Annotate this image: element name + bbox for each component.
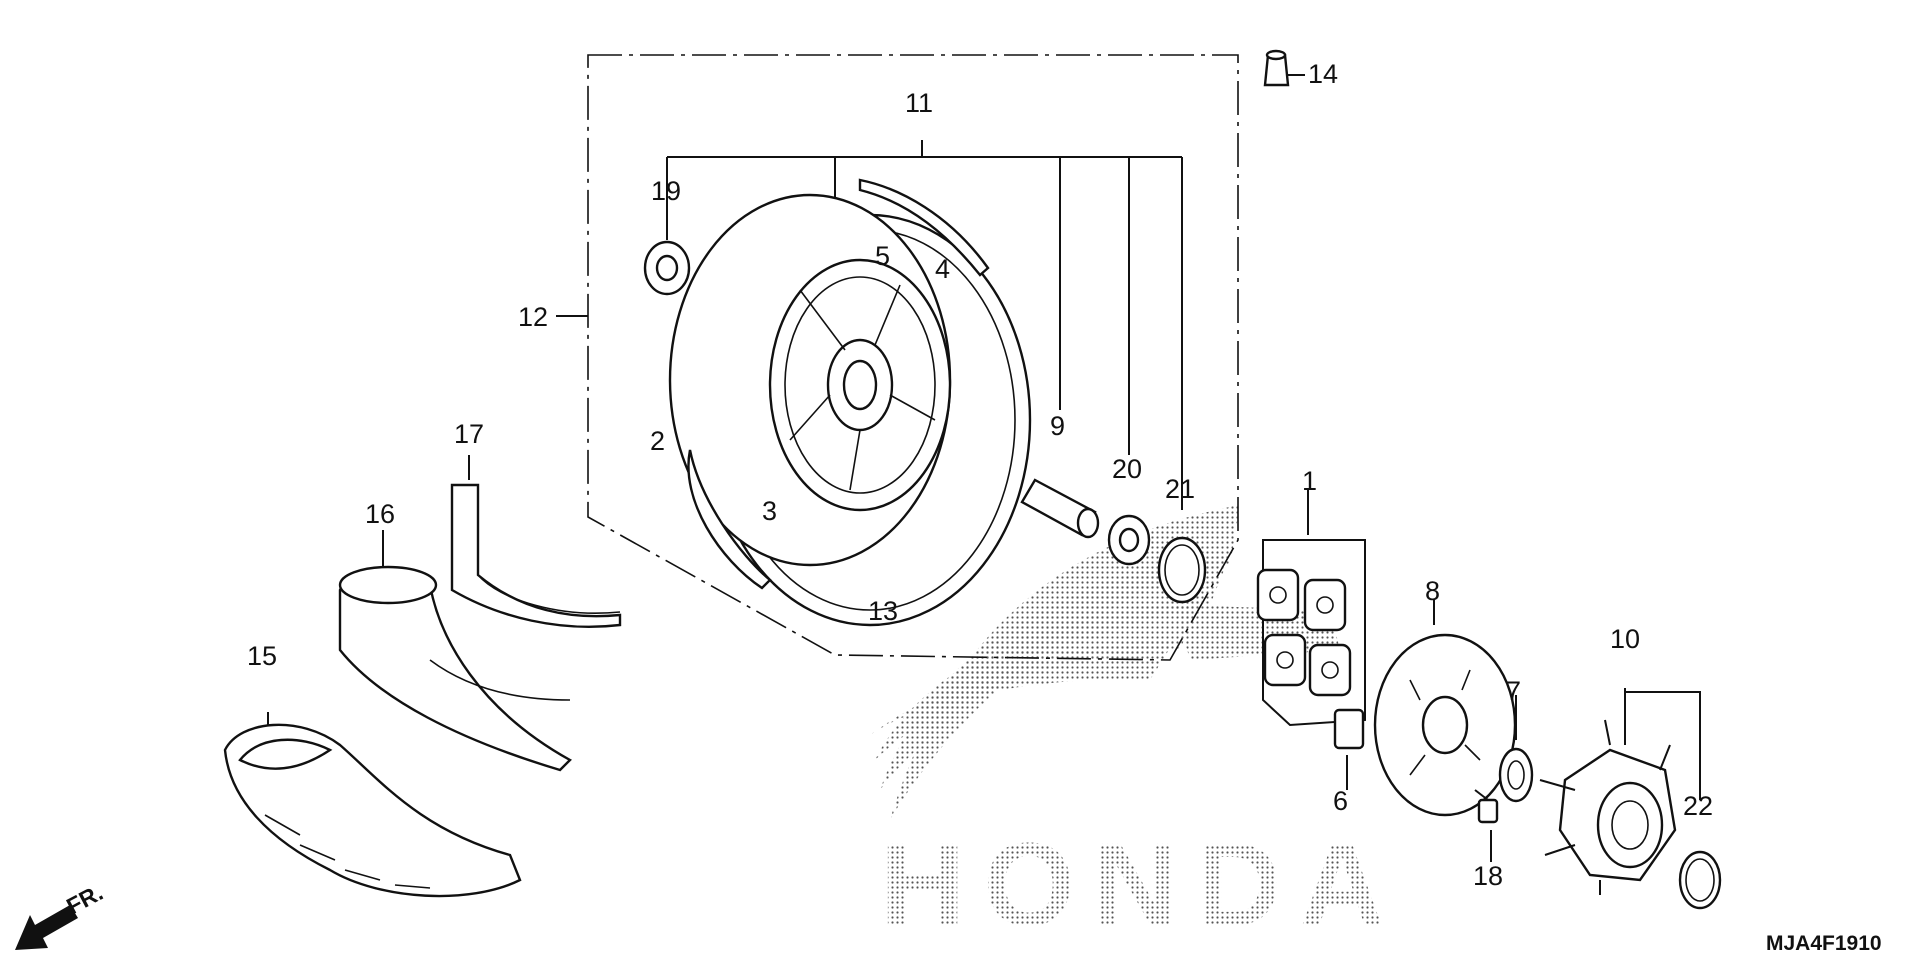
callout-19: 19 (651, 176, 681, 206)
callout-7: 7 (1506, 676, 1521, 706)
callout-8: 8 (1425, 576, 1440, 606)
driven-flange-plate (1373, 633, 1517, 817)
leader-lines (267, 74, 1701, 862)
callout-labels: 1 2 3 4 5 6 7 8 9 10 11 12 13 14 15 16 1… (247, 59, 1713, 891)
assembly-boundary (587, 54, 1239, 661)
callout-16: 16 (365, 499, 395, 529)
callout-2: 2 (650, 426, 665, 456)
callout-12: 12 (518, 302, 548, 332)
callout-11: 11 (905, 88, 933, 118)
callout-5: 5 (875, 241, 890, 271)
damper-rubber-set (1256, 568, 1352, 697)
washer (1498, 747, 1534, 803)
distance-collar (1020, 478, 1100, 539)
tire (223, 723, 522, 898)
flange-bolt (1474, 789, 1499, 824)
callout-10: 10 (1610, 624, 1640, 654)
damper-collar (1333, 708, 1365, 750)
o-ring-21 (1157, 536, 1207, 604)
drawing-code: MJA4F1910 (1766, 932, 1882, 955)
callout-14: 14 (1308, 59, 1338, 89)
callout-9: 9 (1050, 411, 1065, 441)
callout-6: 6 (1333, 786, 1348, 816)
wheel (668, 178, 1032, 627)
callout-18: 18 (1473, 861, 1503, 891)
o-ring-22 (1678, 850, 1722, 910)
callout-17: 17 (454, 419, 484, 449)
watermark-text: HONDA (880, 819, 1403, 951)
callout-21: 21 (1165, 474, 1195, 504)
bearing-right (1107, 514, 1151, 566)
callout-20: 20 (1112, 454, 1142, 484)
rim-band (450, 483, 622, 628)
inner-tube (338, 565, 572, 772)
callout-3: 3 (762, 496, 777, 526)
valve-cap (1263, 49, 1290, 87)
front-direction-indicator: FR. (15, 879, 107, 950)
arrow-down-left-icon (15, 905, 78, 950)
callout-1: 1 (1302, 466, 1317, 496)
final-driven-flange (1539, 719, 1677, 895)
callout-22: 22 (1683, 791, 1713, 821)
callout-13: 13 (868, 596, 898, 626)
honda-wing-watermark: HONDA (870, 505, 1403, 951)
bearing-left (643, 240, 691, 296)
callout-15: 15 (247, 641, 277, 671)
callout-4: 4 (935, 254, 950, 284)
